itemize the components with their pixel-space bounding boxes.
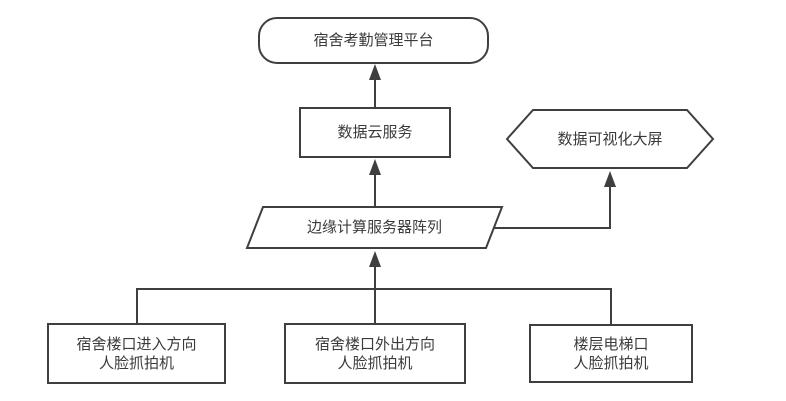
platform-node [258, 17, 489, 64]
arrowhead-cloud-to-platform [369, 64, 381, 80]
edge-servers-node [245, 206, 504, 249]
camera-entry-node [47, 323, 226, 384]
camera-exit-node [284, 323, 466, 384]
arrowhead-bus-to-edge [369, 251, 381, 267]
connector-edge-to-visualization [494, 187, 611, 229]
camera-elevator-node [529, 324, 693, 383]
visualization-screen-node [505, 109, 715, 169]
arrowhead-edge-to-visualization [604, 171, 616, 187]
arrowhead-edge-to-cloud [369, 159, 381, 175]
cloud-service-node [299, 107, 451, 158]
